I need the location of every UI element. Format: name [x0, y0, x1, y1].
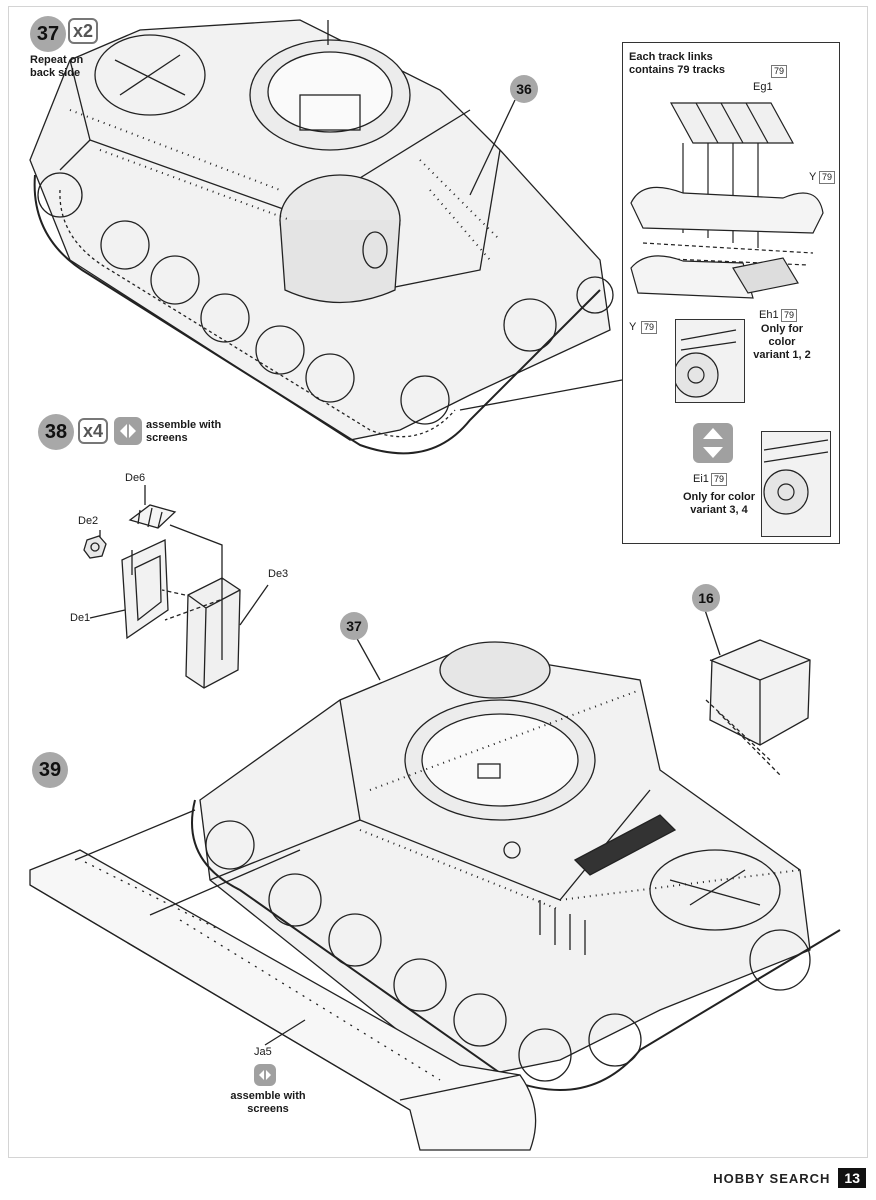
step38-note: assemble with screens — [146, 419, 222, 444]
track-detail-inset-1 — [675, 319, 745, 403]
page-border — [8, 6, 868, 1158]
ei1-qty-tag: 79 — [711, 473, 728, 486]
callout-36: 36 — [510, 75, 538, 103]
screen-icon — [114, 417, 142, 445]
step-badge-38: 38 — [38, 414, 74, 450]
track-box-title: Each track links contains 79 tracks — [629, 51, 725, 76]
swap-arrows-icon — [693, 423, 733, 463]
track-detail-inset-2 — [761, 431, 831, 537]
brand-watermark: HOBBY SEARCH — [713, 1170, 831, 1186]
part-label-y-bottom: Y — [629, 321, 637, 333]
part-label-ja5: Ja5 — [254, 1046, 272, 1058]
eg1-qty-tag: 79 — [771, 65, 788, 78]
screen-icon — [254, 1064, 276, 1086]
part-label-y-top: Y — [809, 171, 817, 183]
eh1-qty-tag: 79 — [781, 309, 798, 322]
part-label-ei1: Ei1 — [693, 473, 709, 485]
part-label-eh1: Eh1 — [759, 309, 779, 321]
step-badge-37: 37 — [30, 16, 66, 52]
tank-illustration-step39 — [29, 609, 841, 1151]
part-label-de1: De1 — [70, 612, 91, 624]
track-assembly-artwork — [630, 102, 824, 299]
multiplier-badge-38: x4 — [78, 418, 109, 444]
step39-note: assemble with screens — [230, 1090, 306, 1115]
page-number: 13 — [838, 1168, 866, 1188]
callout-37: 37 — [340, 612, 368, 640]
callout-16: 16 — [692, 584, 720, 612]
part-label-de3: De3 — [268, 568, 289, 580]
step-badge-39: 39 — [32, 752, 68, 788]
step37-note: Repeat on back side — [30, 54, 84, 79]
multiplier-badge-37: x2 — [68, 18, 99, 44]
y-bottom-qty-tag: 79 — [641, 321, 658, 334]
part-label-eg1: Eg1 — [753, 81, 773, 93]
parts-illustration-step38 — [83, 485, 269, 689]
part-label-de6: De6 — [125, 472, 146, 484]
part-label-de2: De2 — [78, 515, 99, 527]
eh1-note: Only for color variant 1, 2 — [753, 323, 811, 361]
track-detail-box: Each track links contains 79 tracks 79 E… — [622, 42, 840, 544]
tank-illustration-step37 — [29, 19, 623, 455]
y-top-qty-tag: 79 — [819, 171, 836, 184]
footer: HOBBY SEARCH 13 — [713, 1168, 866, 1188]
ei1-note: Only for color variant 3, 4 — [682, 491, 756, 516]
